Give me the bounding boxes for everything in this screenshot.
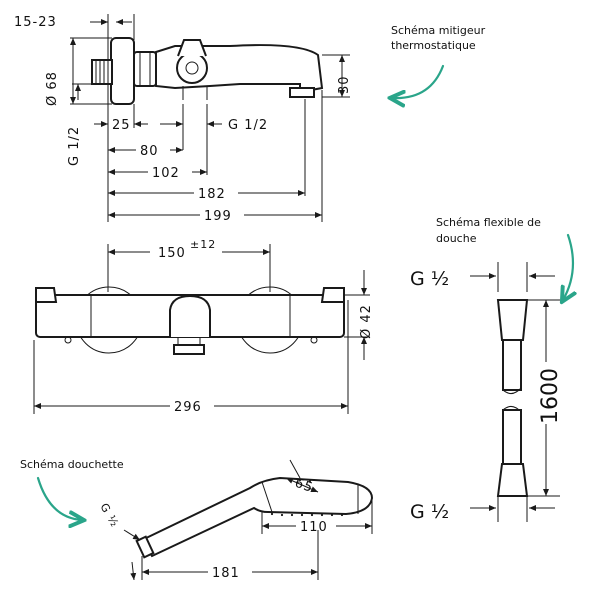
dim-199: 199	[204, 209, 232, 224]
dim-181: 181	[212, 566, 240, 581]
curved-arrow-icon	[392, 64, 445, 98]
dim-80: 80	[140, 144, 159, 159]
curved-arrow-icon-hose	[563, 233, 573, 300]
dim-diameter-42: Ø 42	[359, 304, 374, 339]
dim-30: 30	[337, 75, 352, 94]
dim-diameter-68: Ø 68	[45, 71, 60, 106]
dim-25: 25	[112, 118, 131, 133]
dim-150: 150	[158, 246, 186, 261]
hose-length-1600: 1600	[538, 368, 563, 424]
hose-g-bottom: G ½	[410, 501, 449, 523]
caption-hose-line-2: douche	[436, 232, 477, 245]
mixer-front-view: 150 ±12 Ø 42 296	[33, 238, 374, 415]
mixer-side-view: 15-23 Ø 68 G 1/2 25 G 1/2 30 80 102 182	[14, 14, 352, 224]
dim-65: 65	[293, 476, 316, 496]
curved-arrow-icon-handshower	[36, 476, 82, 520]
dim-g-half-inlet: G 1/2	[67, 126, 82, 166]
caption-handshower: Schéma douchette	[20, 458, 124, 471]
caption-mixer-line-2: thermostatique	[391, 39, 476, 52]
dim-150-tolerance: ±12	[190, 238, 216, 251]
hose-view: Schéma flexible de douche G ½ 1600 G ½	[410, 216, 573, 523]
caption-mixer: Schéma mitigeur thermostatique	[391, 24, 486, 98]
dim-g-half-outlet: G 1/2	[228, 118, 268, 133]
hose-g-top: G ½	[410, 268, 449, 290]
dim-182: 182	[198, 187, 226, 202]
handshower-g-half: G ½	[97, 501, 121, 530]
caption-mixer-line-1: Schéma mitigeur	[391, 24, 486, 37]
dim-296: 296	[174, 400, 202, 415]
handshower-view: Schéma douchette G ½ 65 110 181	[20, 458, 374, 581]
dim-110: 110	[300, 520, 328, 535]
dim-15-23: 15-23	[14, 15, 57, 30]
dim-102: 102	[152, 166, 180, 181]
caption-hose-line-1: Schéma flexible de	[436, 216, 541, 229]
